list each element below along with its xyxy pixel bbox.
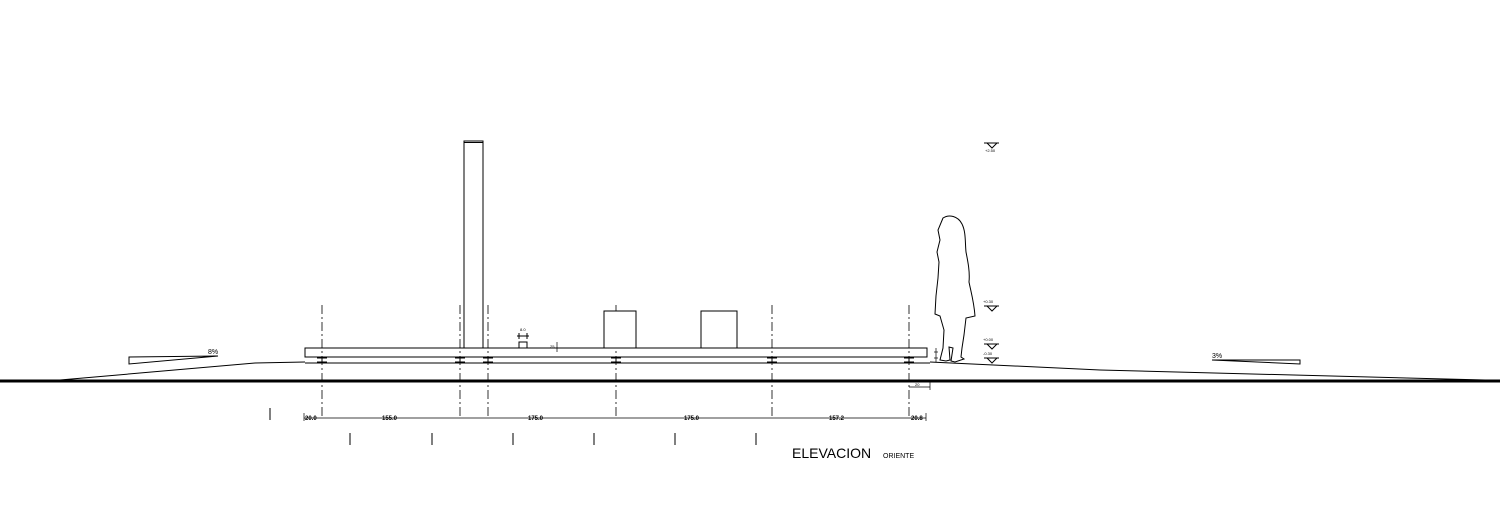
dim-label-3: 175.0	[528, 416, 544, 422]
terrain-right-slope	[929, 361, 1486, 381]
tall-column	[463, 140, 484, 349]
platform-supports	[317, 357, 914, 363]
small-post	[517, 333, 529, 349]
dim-label-5: 157.2	[829, 416, 845, 422]
level-label-low: +0.00	[983, 337, 994, 342]
dim-label-4: 175.0	[684, 416, 700, 422]
level-label-top: +2.50	[985, 148, 996, 153]
level-marker-low	[984, 343, 999, 350]
level-marker-top	[984, 142, 999, 149]
side-label: 25	[550, 344, 555, 349]
dim-label-1: 20.0	[305, 416, 317, 422]
axis-lines	[321, 305, 910, 418]
slope-indicator-left	[128, 355, 219, 365]
slope-label-right: 3%	[1212, 353, 1222, 360]
drawing-subtitle: ORIENTE	[883, 453, 914, 460]
drawing-title: ELEVACION	[792, 445, 871, 461]
slope-indicator-right	[1211, 359, 1301, 365]
level-marker-base	[984, 357, 999, 364]
block-left	[603, 310, 637, 349]
level-label-base: -0.30	[983, 351, 993, 356]
block-right	[700, 310, 738, 349]
dim-label-6: 20.8	[911, 416, 923, 422]
post-label: 8.0	[520, 327, 526, 332]
level-label-mid: +0.30	[983, 299, 994, 304]
dim-label-2: 155.0	[382, 416, 398, 422]
level-marker-mid	[984, 305, 999, 312]
terrain-left-slope	[59, 361, 306, 381]
slope-label-left: 8%	[208, 349, 218, 356]
offset-label: 20	[915, 382, 920, 387]
grid-ticks	[269, 408, 757, 445]
human-figure	[934, 215, 976, 363]
